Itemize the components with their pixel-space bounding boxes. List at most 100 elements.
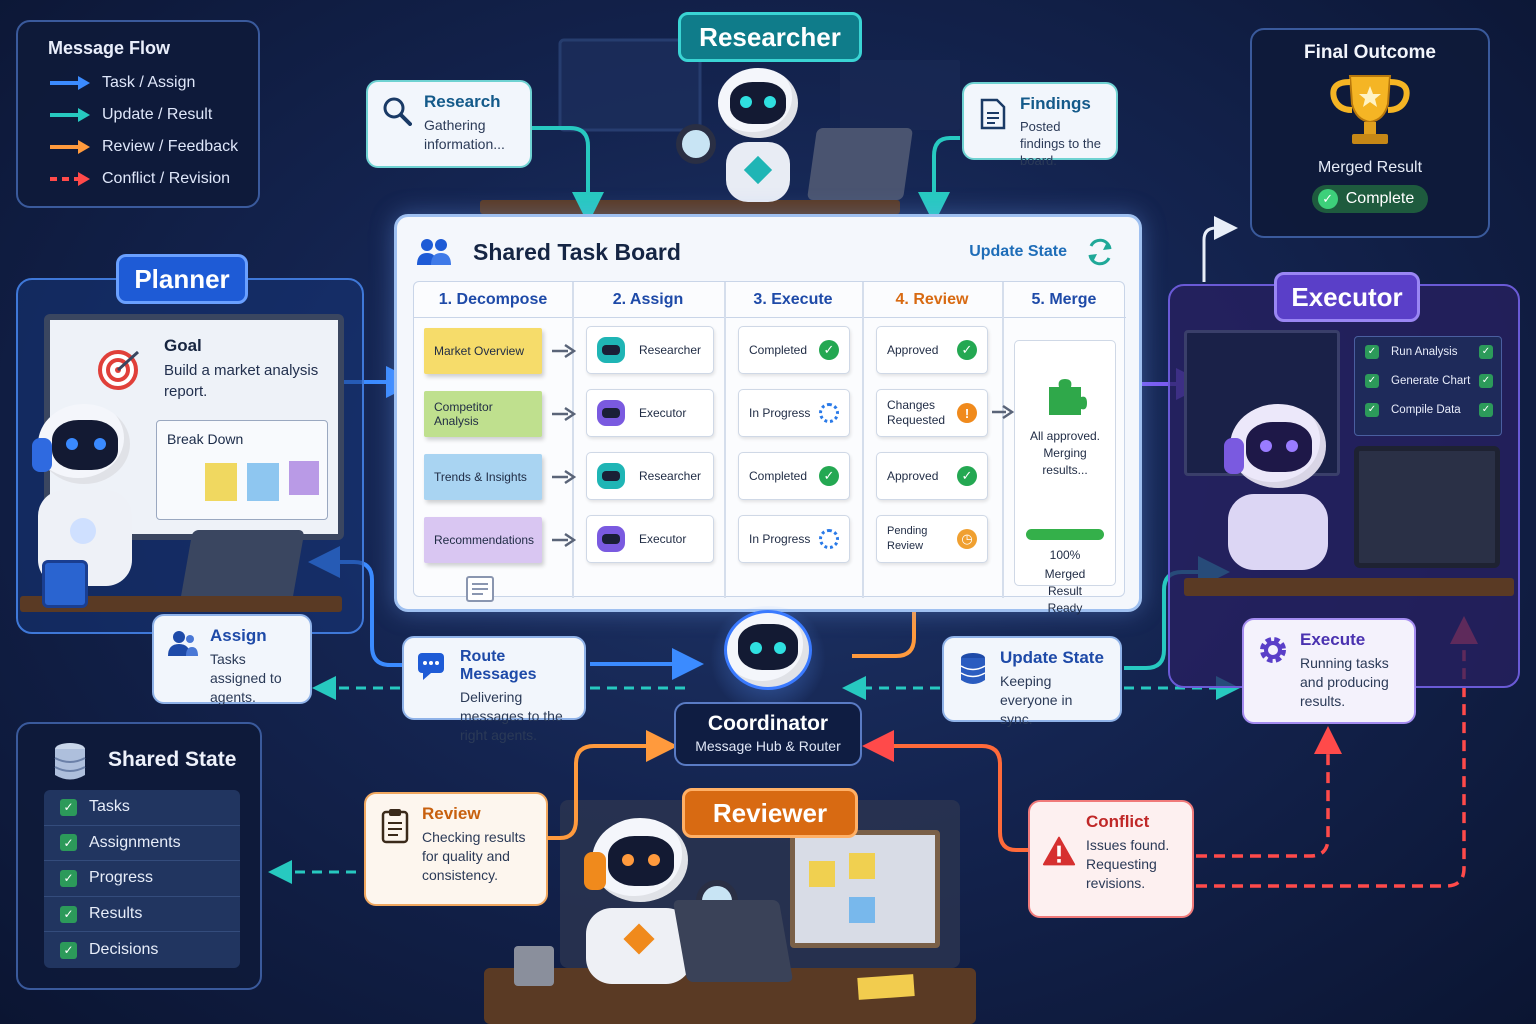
checkbox-checked-icon: ✓ [60,869,77,887]
executor-avatar-icon [597,526,625,552]
executor-check-item: ✓Generate Chart✓ [1355,366,1501,395]
final-outcome-panel: Final Outcome Merged Result ✓ Complete [1250,28,1490,238]
checkbox-checked-icon: ✓ [1479,373,1493,388]
arrow-right-icon [550,531,577,554]
column-header: 5. Merge [1002,282,1126,318]
planner-desk [20,596,342,612]
final-result: Merged Result [1317,159,1423,176]
warning-icon [1042,836,1076,866]
coffee-mug-icon [514,946,554,986]
shared-state-label: Tasks [89,798,130,816]
shared-state-label: Results [89,905,143,923]
merge-card: All approved. Merging results...100%Merg… [1014,340,1116,615]
assign-body: Tasks assigned to agents. [210,651,282,705]
loading-spinner-icon [819,529,839,549]
task-note[interactable]: Trends & Insights [424,454,542,500]
legend-label: Update / Result [102,106,213,123]
reviewer-pinboard [790,830,940,948]
sticky-note-icon [857,974,915,1000]
findings-body: Posted findings to the board. [1020,119,1101,168]
agent-chip[interactable]: Researcher [586,326,714,374]
researcher-avatar-icon [597,463,625,489]
agent-name: Researcher [639,343,702,357]
update-body: Keeping everyone in sync. [1000,673,1073,727]
coordinator-subtitle: Message Hub & Router [695,738,841,754]
task-note[interactable]: Recommendations [424,517,542,563]
final-title: Final Outcome [1304,42,1436,63]
check-circle-icon: ✓ [957,340,977,360]
route-title: Route Messages [460,648,537,683]
shared-state-panel: Shared State ✓Tasks✓Assignments✓Progress… [16,722,262,990]
database-icon [960,653,986,684]
brain-mug-icon [42,560,88,608]
agent-chip[interactable]: Researcher [586,452,714,500]
gear-icon [1260,637,1286,663]
sticky-purple [289,461,319,495]
column-header: 3. Execute [724,282,862,318]
review-status-chip[interactable]: Approved ✓ [876,326,988,374]
checkbox-checked-icon: ✓ [1479,344,1493,359]
reviewer-laptop [672,900,794,982]
agent-name: Executor [639,532,687,546]
executor-title: Executor [1291,281,1403,312]
execute-callout: Execute Running tasks and producing resu… [1242,618,1416,724]
check-label: Compile Data [1391,403,1461,416]
executor-badge: Executor [1274,272,1420,322]
checkbox-checked-icon: ✓ [1365,373,1379,388]
shared-state-item: ✓ Tasks [44,790,240,826]
update-state-link[interactable]: Update State [969,243,1067,260]
column-header: 2. Assign [572,282,724,318]
agent-name: Researcher [639,469,702,483]
refresh-icon[interactable] [1085,237,1115,267]
column-header: 4. Review [862,282,1002,318]
check-circle-icon: ✓ [957,466,977,486]
review-status: Approved [887,342,939,357]
column-header: 1. Decompose [414,282,572,318]
goal-body: Build a market analysis report. [164,362,319,400]
review-status-chip[interactable]: Approved✓ [876,452,988,500]
researcher-avatar-icon [597,337,625,363]
task-note[interactable]: Market Overview [424,328,542,374]
executor-check-item: ✓Run Analysis✓ [1355,337,1501,366]
breakdown-label: Break Down [167,431,244,447]
check-circle-icon: ✓ [1317,189,1338,209]
warning-circle-icon: ! [957,403,977,423]
target-icon [98,350,140,390]
agent-chip[interactable]: Executor [586,515,714,563]
planner-badge: Planner [116,254,248,304]
legend-item: Review / Feedback [48,131,240,163]
execute-title: Execute [1300,630,1366,649]
puzzle-icon [1049,379,1087,415]
execute-status-chip[interactable]: Completed✓ [738,452,850,500]
researcher-robot [700,64,820,204]
sticky-yellow [205,463,237,501]
execute-status-chip[interactable]: In Progress [738,515,850,563]
legend-item: Conflict / Revision [48,163,240,195]
agent-chip[interactable]: Executor [586,389,714,437]
team-icon [417,239,451,265]
reviewer-badge: Reviewer [682,788,858,838]
board-title: Shared Task Board [473,239,681,265]
trophy-icon [1330,75,1410,144]
shared-state-item: ✓ Results [44,897,240,933]
shared-state-title: Shared State [108,748,237,771]
execute-status-chip[interactable]: In Progress [738,389,850,437]
arrow-icon [50,108,90,122]
review-status-chip[interactable]: Changes Requested! [876,389,988,437]
shared-state-label: Assignments [89,833,181,851]
review-status: Pending Review [887,525,928,552]
conflict-body: Issues found. Requesting revisions. [1086,837,1170,891]
checkbox-checked-icon: ✓ [60,798,77,816]
checkbox-checked-icon: ✓ [60,905,77,923]
sticky-blue [247,463,279,501]
review-status-chip[interactable]: Pending Review◷ [876,515,988,563]
merge-progress-bar [1026,529,1104,540]
research-title: Research [424,92,501,111]
execute-status-chip[interactable]: Completed✓ [738,326,850,374]
chat-icon [418,653,444,680]
shared-state-label: Decisions [89,941,159,959]
task-note[interactable]: Competitor Analysis [424,391,542,437]
execute-status: In Progress [749,406,811,420]
arrow-right-icon [550,405,577,428]
